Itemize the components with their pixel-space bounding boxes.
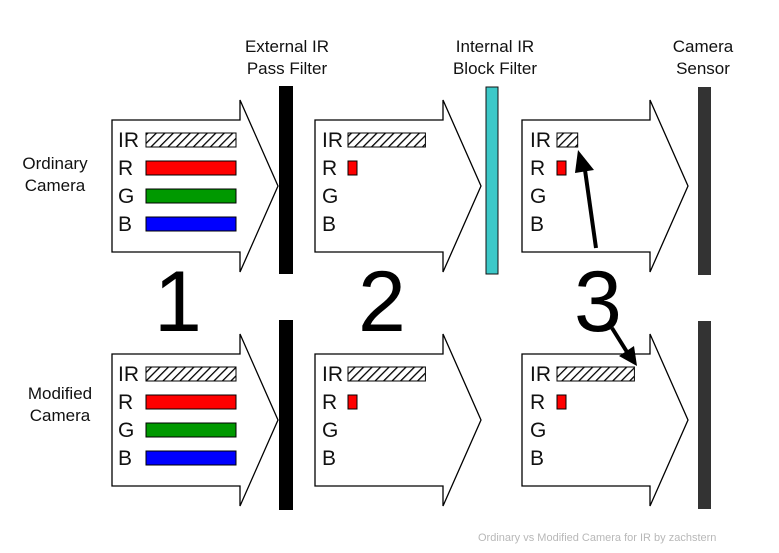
header-external-filter-line1: External IR [244,37,330,56]
bar-r-ordinary-1 [145,160,237,176]
bar-ir-modified-2 [347,366,426,382]
stage-number-2: 2 [358,254,406,350]
row-label-ordinary-line1: Ordinary [22,154,88,173]
row-label-ordinary-line2: Camera [24,176,86,195]
channel-label-r-modified-1: R [118,391,133,414]
channel-label-r-modified-3: R [530,391,545,414]
channel-label-b-modified-2: B [322,447,336,470]
camera-sensor-modified [698,321,711,509]
bar-ir-modified-1 [145,366,237,382]
bar-r-modified-3 [556,394,567,410]
bar-ir-modified-3 [556,366,635,382]
bar-ir-ordinary-2 [347,132,426,148]
channel-label-b-ordinary-1: B [118,213,132,236]
arrow-ordinary-3 [521,99,689,273]
header-internal-filter-line2: Block Filter [452,59,538,78]
arrow-modified-3 [521,333,689,507]
channel-label-ir-modified-2: IR [322,363,343,386]
pointer-head-up [575,150,594,173]
arrow-modified-1 [111,333,279,507]
channel-label-r-ordinary-3: R [530,157,545,180]
bar-g-ordinary-1 [145,188,237,204]
channel-label-r-ordinary-1: R [118,157,133,180]
header-sensor-line2: Sensor [676,59,730,78]
header-sensor-line1: Camera [672,37,734,56]
header-internal-filter: Internal IR Block Filter [430,36,560,80]
row-label-ordinary: Ordinary Camera [10,153,100,197]
channel-label-r-ordinary-2: R [322,157,337,180]
bar-g-modified-1 [145,422,237,438]
footer-credit: Ordinary vs Modified Camera for IR by za… [478,532,717,544]
stage-number-1: 1 [154,254,202,350]
channel-label-ir-modified-3: IR [530,363,551,386]
bar-ir-ordinary-1 [145,132,237,148]
channel-label-g-modified-2: G [322,419,338,442]
channel-label-ir-ordinary-2: IR [322,129,343,152]
channel-label-g-ordinary-2: G [322,185,338,208]
row-label-modified: Modified Camera [10,383,110,427]
channel-label-ir-ordinary-1: IR [118,129,139,152]
bar-b-ordinary-1 [145,216,237,232]
camera-sensor-ordinary [698,87,711,275]
bar-ir-ordinary-3 [556,132,579,148]
row-label-modified-line2: Camera [29,406,91,425]
channel-label-ir-modified-1: IR [118,363,139,386]
bar-b-modified-1 [145,450,237,466]
bar-r-ordinary-2 [347,160,358,176]
channel-label-b-modified-3: B [530,447,544,470]
arrow-ordinary-2 [314,99,482,273]
channel-label-g-ordinary-3: G [530,185,546,208]
external-ir-pass-filter-modified [279,320,293,510]
channel-label-r-modified-2: R [322,391,337,414]
channel-label-g-modified-1: G [118,419,134,442]
channel-label-b-ordinary-2: B [322,213,336,236]
header-sensor: Camera Sensor [653,36,753,80]
channel-label-ir-ordinary-3: IR [530,129,551,152]
header-external-filter-line2: Pass Filter [246,59,328,78]
arrow-modified-2 [314,333,482,507]
channel-label-b-modified-1: B [118,447,132,470]
external-ir-pass-filter [279,86,293,274]
bar-r-modified-1 [145,394,237,410]
row-label-modified-line1: Modified [27,384,93,403]
internal-ir-block-filter [485,86,499,275]
header-external-filter: External IR Pass Filter [222,36,352,80]
bar-r-modified-2 [347,394,358,410]
channel-label-g-ordinary-1: G [118,185,134,208]
pointer-line-down [610,326,629,354]
bar-r-ordinary-3 [556,160,567,176]
pointer-line-up [583,169,598,249]
channel-label-g-modified-3: G [530,419,546,442]
pointer-head-down [619,346,637,366]
arrow-ordinary-1 [111,99,279,273]
channel-label-b-ordinary-3: B [530,213,544,236]
header-internal-filter-line1: Internal IR [455,37,535,56]
